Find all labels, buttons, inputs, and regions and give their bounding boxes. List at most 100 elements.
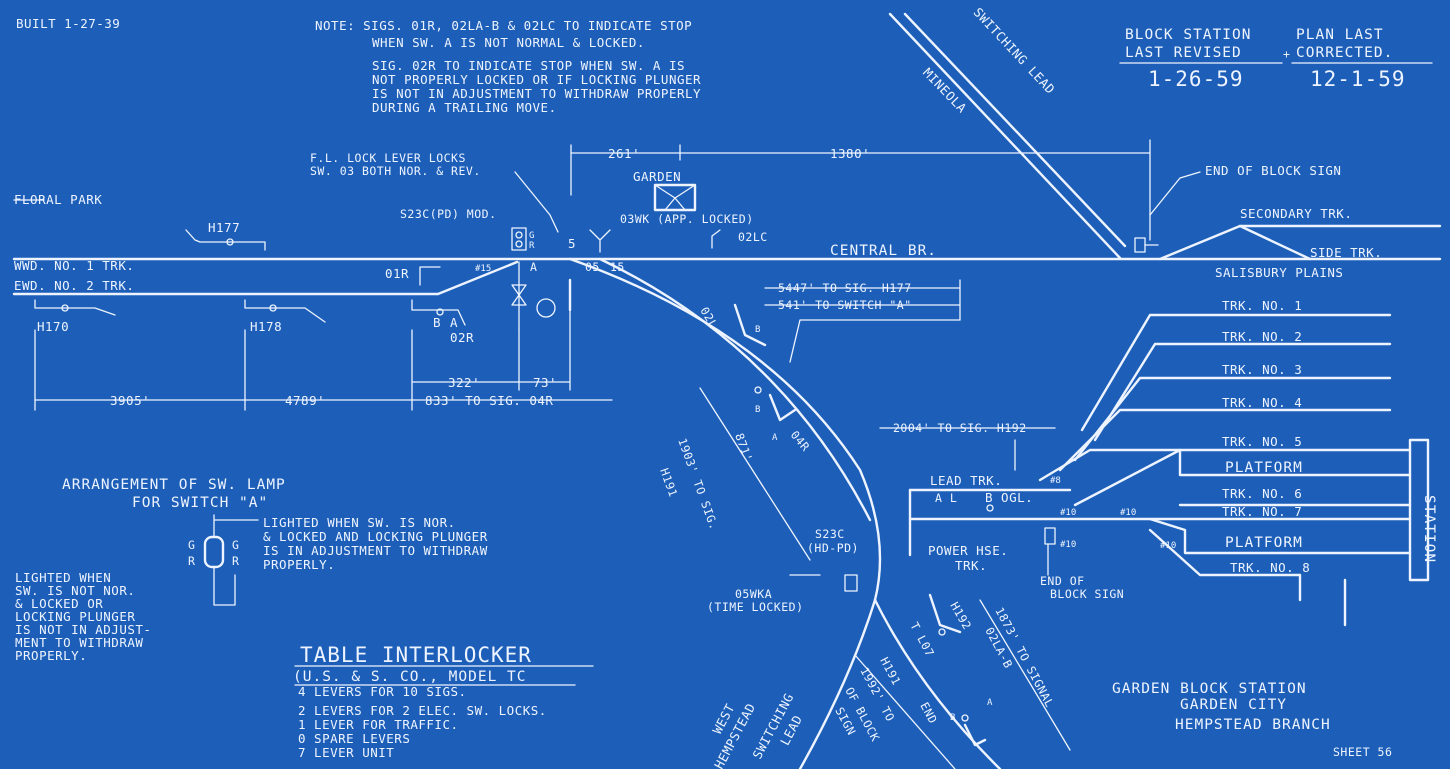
title-branch: HEMPSTEAD BRANCH — [1175, 717, 1331, 733]
signal-05wka: 05WKA (TIME LOCKED) — [707, 587, 803, 614]
svg-text:END OF: END OF — [1040, 574, 1085, 588]
svg-text:IS IN ADJUSTMENT TO WITHDRAW: IS IN ADJUSTMENT TO WITHDRAW — [263, 543, 488, 558]
svg-text:4789': 4789' — [285, 393, 325, 408]
signal-02lc: 02LC — [711, 229, 767, 249]
label-s23c-mod: S23C(PD) MOD. — [400, 207, 497, 221]
svg-text:H191: H191 — [657, 466, 680, 499]
svg-text:541' TO SWITCH "A": 541' TO SWITCH "A" — [778, 298, 912, 312]
svg-text:(U.S. & S. CO., MODEL TC: (U.S. & S. CO., MODEL TC — [293, 669, 527, 685]
svg-text:1903' TO SIG.: 1903' TO SIG. — [675, 436, 721, 531]
note-signal-02r: SIG. 02R TO INDICATE STOP WHEN SW. A IS … — [372, 58, 701, 115]
track-no5 — [1038, 448, 1412, 482]
svg-text:#10: #10 — [1160, 541, 1176, 551]
svg-text:871': 871' — [732, 431, 755, 464]
revision-block: BLOCK STATION LAST REVISED 1-26-59 + PLA… — [1119, 27, 1433, 91]
plan-corrected-date: 12-1-59 — [1310, 67, 1406, 91]
svg-text:BLOCK SIGN: BLOCK SIGN — [1050, 587, 1124, 601]
label-wwd-no1: WWD. NO. 1 TRK. — [14, 258, 134, 273]
svg-text:A: A — [987, 698, 993, 708]
garden-station-box: GARDEN — [633, 169, 697, 212]
label-lead-trk: LEAD TRK. — [930, 473, 1002, 488]
svg-text:PROPERLY.: PROPERLY. — [15, 648, 87, 663]
label-05: 05 — [585, 260, 600, 274]
end-of-block-sign-top: END OF BLOCK SIGN — [1134, 163, 1341, 253]
svg-text:1380': 1380' — [830, 146, 870, 161]
svg-text:LIGHTED WHEN SW. IS NOR.: LIGHTED WHEN SW. IS NOR. — [263, 515, 456, 530]
svg-text:IS NOT IN ADJUSTMENT TO WITHDR: IS NOT IN ADJUSTMENT TO WITHDRAW PROPERL… — [372, 86, 701, 101]
svg-text:TRK. NO. 2: TRK. NO. 2 — [1222, 329, 1302, 344]
signal-h177: H177 — [185, 220, 266, 251]
hempstead-curve-west — [568, 257, 882, 769]
svg-text:A: A — [772, 433, 778, 443]
note-stop-sigs: NOTE: SIGS. 01R, 02LA-B & 02LC TO INDICA… — [315, 18, 692, 50]
sheet-number: SHEET 56 — [1333, 745, 1392, 759]
dim-to-end-block: H191 1992' TO END OF BLOCK SIGN — [832, 654, 956, 769]
label-5: 5 — [568, 236, 576, 251]
dim-bottom: 3905' 4789' 322' 73' 833' TO SIG. 04R — [34, 309, 613, 411]
svg-text:LIGHTED WHEN: LIGHTED WHEN — [15, 570, 111, 585]
svg-text:TRK. NO. 5: TRK. NO. 5 — [1222, 434, 1302, 449]
svg-text:+: + — [1283, 47, 1290, 61]
svg-text:#10: #10 — [1060, 508, 1076, 518]
svg-text:BLOCK STATION: BLOCK STATION — [1125, 27, 1252, 43]
svg-text:1 LEVER FOR TRAFFIC.: 1 LEVER FOR TRAFFIC. — [298, 717, 459, 732]
svg-text:5447' TO SIG. H177: 5447' TO SIG. H177 — [778, 281, 912, 295]
svg-text:G: G — [188, 538, 195, 552]
label-bogl: B OGL. — [985, 490, 1033, 505]
label-8: #8 — [1050, 476, 1061, 486]
platform-upper-outline — [1073, 448, 1412, 507]
dim-261-1380: 261' 1380' — [570, 139, 1151, 241]
dim-to-h177: 5447' TO SIG. H177 541' TO SWITCH "A" — [764, 279, 961, 363]
svg-text:73': 73' — [533, 375, 557, 390]
dim-to-02la: 1873' TO SIGNAL 02LA-B — [979, 599, 1071, 751]
table-interlocker: TABLE INTERLOCKER (U.S. & S. CO., MODEL … — [293, 643, 594, 760]
svg-text:H177: H177 — [208, 220, 240, 235]
station-building — [1408, 438, 1430, 582]
svg-text:PROPERLY.: PROPERLY. — [263, 557, 335, 572]
svg-text:3905': 3905' — [110, 393, 150, 408]
svg-text:A: A — [450, 315, 458, 330]
svg-text:TRK. NO. 8: TRK. NO. 8 — [1230, 560, 1310, 575]
svg-text:2 LEVERS FOR 2 ELEC. SW. LOCKS: 2 LEVERS FOR 2 ELEC. SW. LOCKS. — [298, 703, 547, 718]
signal-01r: 01R — [385, 266, 441, 286]
svg-text:G: G — [232, 538, 239, 552]
svg-text:04R: 04R — [788, 428, 813, 454]
svg-text:H191: H191 — [877, 655, 903, 688]
switch-machine — [511, 261, 556, 331]
label-secondary: SECONDARY TRK. — [1240, 206, 1352, 221]
lamp-body — [203, 535, 225, 569]
label-15b: 15 — [610, 260, 625, 274]
svg-text:END: END — [917, 700, 940, 726]
svg-text:833' TO SIG. 04R: 833' TO SIG. 04R — [425, 393, 553, 408]
dim-871-1903: 871' 1903' TO SIG. H191 — [657, 387, 821, 576]
svg-text:4 LEVERS FOR 10 SIGS.: 4 LEVERS FOR 10 SIGS. — [298, 684, 467, 699]
yard-track-labels: TRK. NO. 1 TRK. NO. 2 TRK. NO. 3 TRK. NO… — [1222, 298, 1310, 575]
title-station: GARDEN BLOCK STATION — [1112, 681, 1307, 697]
svg-text:SW. IS NOT NOR.: SW. IS NOT NOR. — [15, 583, 135, 598]
svg-text:TABLE INTERLOCKER: TABLE INTERLOCKER — [300, 643, 532, 667]
svg-text:261': 261' — [608, 146, 640, 161]
svg-text:R: R — [188, 554, 195, 568]
svg-text:TRK. NO. 3: TRK. NO. 3 — [1222, 362, 1302, 377]
svg-text:PLAN LAST: PLAN LAST — [1296, 27, 1384, 43]
svg-text:TRK. NO. 1: TRK. NO. 1 — [1222, 298, 1302, 313]
label-al: A L — [935, 491, 957, 505]
track-no4 — [1058, 408, 1392, 472]
label-salisbury: SALISBURY PLAINS — [1215, 265, 1343, 280]
label-side: SIDE TRK. — [1310, 245, 1382, 260]
svg-text:2004' TO SIG. H192: 2004' TO SIG. H192 — [893, 421, 1027, 435]
svg-text:05WKA: 05WKA — [735, 587, 772, 601]
switch-lamp-marker: G R — [511, 227, 535, 251]
signal-h192: H192 T L07 — [907, 593, 974, 659]
label-sw-a: A — [530, 260, 537, 274]
svg-text:0 SPARE LEVERS: 0 SPARE LEVERS — [298, 731, 410, 746]
svg-text:R: R — [232, 554, 239, 568]
svg-text:02R: 02R — [450, 330, 474, 345]
svg-text:& LOCKED OR: & LOCKED OR — [15, 596, 103, 611]
signal-s23c-hd: S23C (HD-PD) — [807, 527, 858, 592]
svg-text:NOT PROPERLY LOCKED OR IF LOCK: NOT PROPERLY LOCKED OR IF LOCKING PLUNGE… — [372, 72, 701, 87]
svg-text:END OF BLOCK SIGN: END OF BLOCK SIGN — [1205, 163, 1341, 178]
svg-text:02L: 02L — [697, 305, 720, 331]
svg-text:TRK.: TRK. — [955, 558, 987, 573]
